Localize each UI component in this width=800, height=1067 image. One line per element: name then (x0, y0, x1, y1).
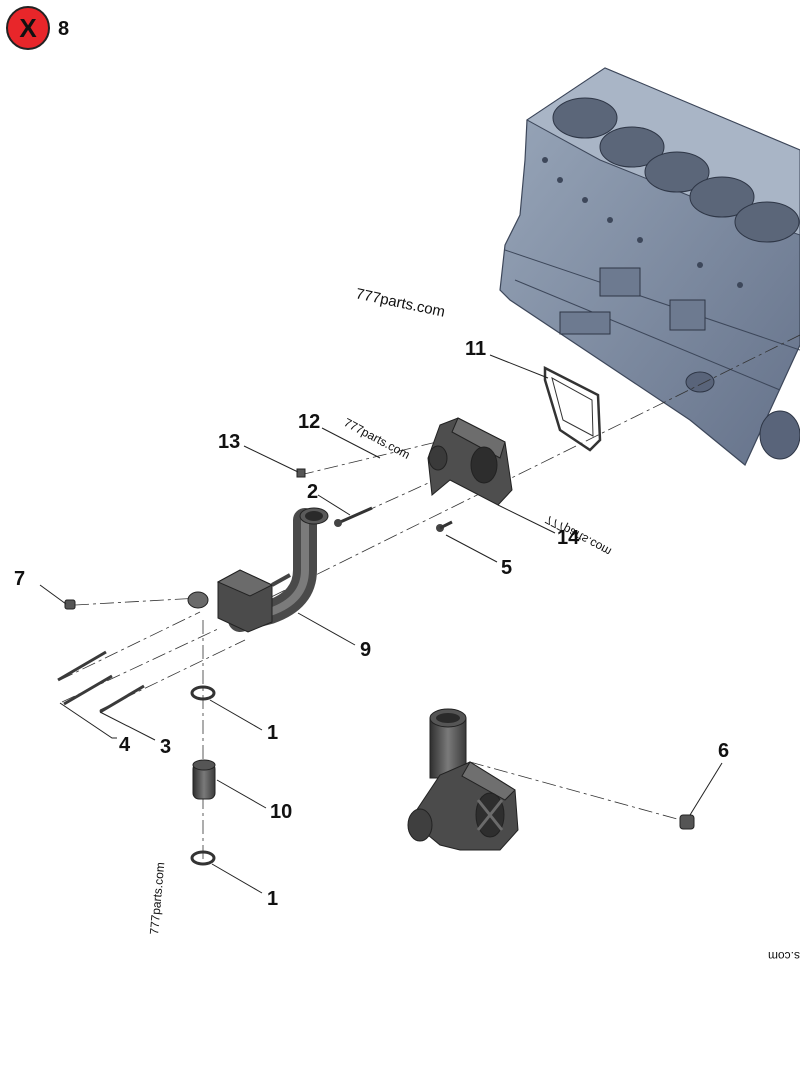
watermark-vertical: 777parts.com (147, 862, 167, 936)
callout-14[interactable]: 14 (557, 527, 580, 549)
watermark-top: 777parts.com (354, 285, 446, 321)
callout-6[interactable]: 6 (718, 740, 729, 762)
hose-clamp-part-1-bottom (190, 850, 216, 866)
close-icon[interactable] (6, 6, 50, 50)
callout-3[interactable]: 3 (160, 736, 171, 758)
callout-12[interactable]: 12 (298, 411, 320, 433)
callout-9[interactable]: 9 (360, 639, 371, 661)
close-icon-glyph: X (19, 13, 37, 43)
callout-labels: 11 12 13 2 14 5 7 9 4 3 1 10 1 6 (14, 338, 729, 910)
bolt-part-2 (334, 506, 373, 527)
assembled-housing-illustration (407, 708, 519, 851)
hose-clamp-part-1-top (190, 685, 216, 701)
callout-7[interactable]: 7 (14, 568, 25, 590)
callout-4[interactable]: 4 (119, 734, 131, 756)
plug-part-7 (64, 599, 76, 610)
callout-10[interactable]: 10 (270, 801, 292, 823)
elbow-pipe-part-9 (187, 507, 329, 633)
plug-part-6 (679, 814, 695, 830)
part-count: 8 (58, 18, 69, 40)
callout-13[interactable]: 13 (218, 431, 240, 453)
long-bolt-part-3 (99, 684, 145, 714)
long-bolt-part-4 (57, 650, 113, 706)
callout-5[interactable]: 5 (501, 557, 512, 579)
watermark-bottom-right: s.com (768, 949, 800, 963)
callout-11[interactable]: 11 (465, 338, 486, 360)
callout-2[interactable]: 2 (307, 481, 318, 503)
housing-part-14 (427, 417, 513, 506)
callout-1-top[interactable]: 1 (267, 722, 278, 744)
close-button[interactable]: X (6, 6, 50, 50)
plug-part-13 (296, 468, 306, 478)
gasket-part-11 (543, 365, 602, 452)
hose-part-10 (192, 759, 216, 800)
watermark-middle: 777parts.com (342, 415, 413, 461)
callout-1-bottom[interactable]: 1 (267, 888, 278, 910)
callout-leader-lines (39, 354, 723, 894)
watermark-flipped: 777parts.com (543, 512, 614, 558)
engine-block-illustration (499, 67, 800, 466)
bolt-part-5 (436, 520, 453, 532)
